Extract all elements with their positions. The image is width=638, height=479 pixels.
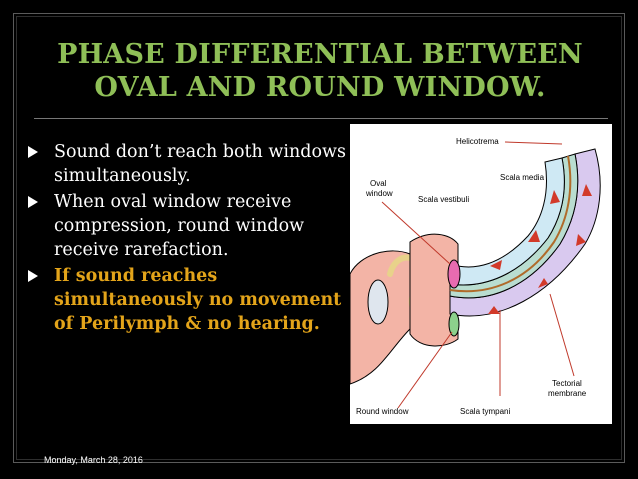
label-scala-vestibuli: Scala vestibuli bbox=[418, 195, 469, 204]
eardrum-shape bbox=[367, 279, 389, 325]
flow-arrow-icon bbox=[538, 278, 548, 288]
slide-title: PHASE DIFFERENTIAL BETWEEN OVAL AND ROUN… bbox=[40, 38, 600, 104]
bullet-text: When oval window receive compression, ro… bbox=[54, 192, 305, 260]
bullet-text: Sound don’t reach both windows simultane… bbox=[54, 142, 346, 186]
label-scala-media: Scala media bbox=[500, 173, 545, 182]
label-oval-window-line2: window bbox=[365, 189, 393, 198]
oval-window-shape bbox=[447, 259, 461, 289]
flow-arrow-icon bbox=[582, 184, 592, 196]
slide-inner-frame bbox=[16, 16, 622, 460]
title-divider bbox=[34, 118, 608, 119]
label-tectorial-line1: Tectorial bbox=[552, 379, 582, 388]
label-helicotrema: Helicotrema bbox=[456, 137, 499, 146]
bullet-arrow-icon bbox=[28, 196, 38, 208]
label-scala-tympani: Scala tympani bbox=[460, 407, 510, 416]
bullet-arrow-icon bbox=[28, 270, 38, 282]
footer-date: Monday, March 28, 2016 bbox=[44, 455, 143, 465]
cochlea-diagram: Helicotrema Scala media Oval window Scal… bbox=[350, 124, 612, 424]
vestibule-shape bbox=[409, 233, 459, 347]
label-round-window: Round window bbox=[356, 407, 409, 416]
bullet-text: If sound reaches simultaneously no movem… bbox=[54, 266, 342, 334]
title-line-1: PHASE DIFFERENTIAL BETWEEN bbox=[57, 39, 583, 70]
flow-arrows bbox=[488, 184, 592, 314]
bullet-item: Sound don’t reach both windows simultane… bbox=[26, 140, 356, 188]
title-line-2: OVAL AND ROUND WINDOW. bbox=[94, 72, 546, 103]
flow-arrow-icon bbox=[576, 234, 586, 246]
basilar-membrane-line bbox=[449, 155, 572, 293]
slide-frame bbox=[13, 13, 625, 463]
scala-vestibuli-band bbox=[449, 157, 565, 286]
bullet-item: When oval window receive compression, ro… bbox=[26, 190, 356, 262]
leader-lines bbox=[381, 141, 575, 409]
flow-arrow-icon bbox=[528, 230, 540, 242]
round-window-shape bbox=[448, 311, 460, 337]
bullet-list: Sound don’t reach both windows simultane… bbox=[26, 140, 356, 338]
cochlea-illustration: Helicotrema Scala media Oval window Scal… bbox=[350, 137, 601, 416]
bullet-arrow-icon bbox=[28, 146, 38, 158]
label-oval-window-line1: Oval bbox=[370, 179, 387, 188]
bullet-item-highlight: If sound reaches simultaneously no movem… bbox=[26, 264, 356, 336]
flow-arrow-icon bbox=[488, 306, 500, 314]
flow-arrow-icon bbox=[490, 260, 502, 270]
label-tectorial-line2: membrane bbox=[548, 389, 587, 398]
flow-arrow-icon bbox=[550, 190, 560, 204]
